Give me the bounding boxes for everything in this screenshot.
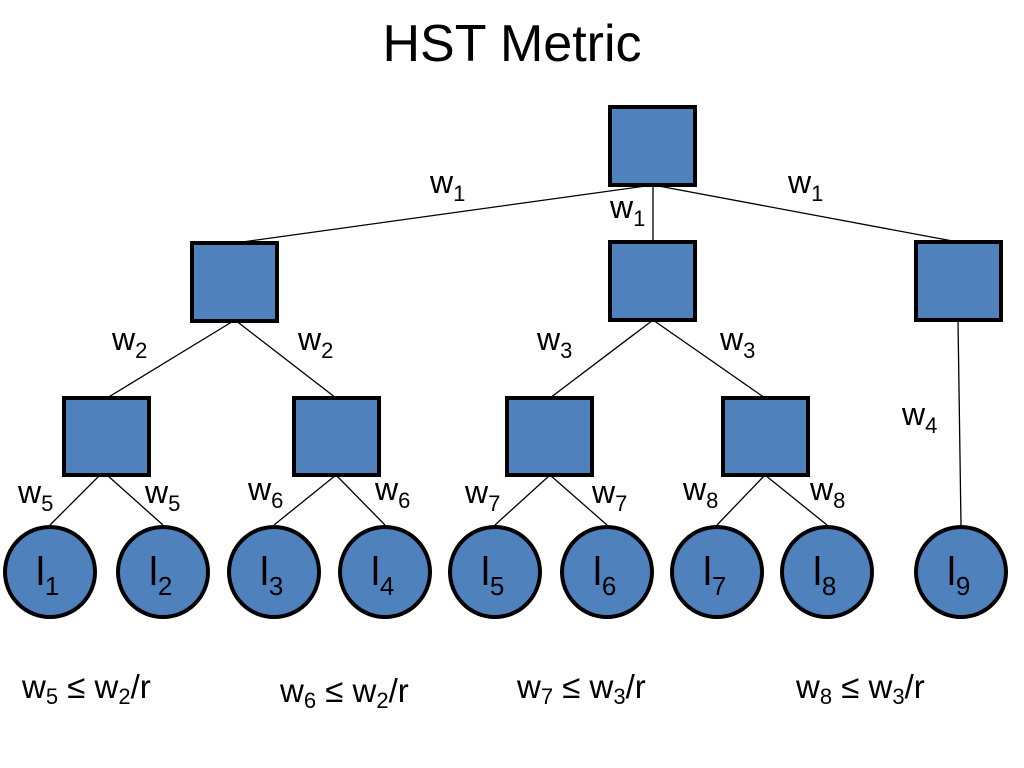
edge-a-aa — [106, 319, 236, 399]
edge-ab-l4 — [335, 474, 386, 526]
constraint-formula: w6 ≤ w2/r — [280, 672, 409, 713]
leaf-node-1 — [3, 525, 97, 619]
edge-weight-label: w5 — [144, 474, 180, 516]
edge-bb-l8 — [764, 474, 828, 526]
node-bb — [721, 396, 810, 477]
leaf-label: l9 — [947, 550, 970, 601]
constraint-formula: w7 ≤ w3/r — [517, 668, 646, 709]
leaf-node-7 — [670, 525, 764, 619]
edge-weight-label: w4 — [901, 396, 937, 438]
edge-b-ba — [549, 319, 654, 399]
leaf-node-6 — [560, 525, 654, 619]
edge-weight-label: w6 — [247, 471, 283, 513]
node-c — [914, 240, 1003, 322]
node-ba — [505, 396, 594, 477]
edge-c-l9 — [957, 319, 962, 526]
edge-ab-l3 — [273, 474, 337, 526]
edge-aa-l2 — [106, 474, 164, 526]
edge-weight-label: w7 — [591, 474, 627, 516]
internal-nodes — [62, 105, 1003, 477]
edge-aa-l1 — [49, 474, 101, 526]
edge-ba-l5 — [494, 474, 551, 526]
leaf-label: l5 — [481, 550, 504, 601]
node-aa — [62, 396, 151, 477]
leaf-node-2 — [116, 525, 210, 619]
leaf-label: l3 — [260, 550, 283, 601]
edge-a-ab — [234, 319, 337, 399]
leaf-label: l6 — [593, 550, 616, 601]
edge-weight-label: w6 — [374, 471, 410, 513]
edge-weight-label: w3 — [719, 321, 755, 363]
leaf-nodes — [3, 525, 1008, 619]
edge-weight-label: w3 — [536, 321, 572, 363]
leaf-node-5 — [448, 525, 542, 619]
leaf-node-9 — [914, 525, 1008, 619]
tree-edges — [49, 184, 962, 526]
edge-root-a — [234, 184, 654, 244]
edge-weight-label: w1 — [787, 164, 823, 206]
constraint-formula: w8 ≤ w3/r — [796, 668, 925, 709]
edge-weight-label: w7 — [464, 474, 500, 516]
node-b — [608, 240, 697, 322]
edge-weight-label: w8 — [809, 471, 845, 513]
leaf-label: l8 — [813, 550, 836, 601]
node-ab — [292, 396, 381, 477]
page-title: HST Metric — [382, 15, 642, 73]
leaf-label: l7 — [703, 550, 726, 601]
node-root — [608, 105, 697, 187]
constraint-formula: w5 ≤ w2/r — [22, 668, 151, 709]
edge-root-c — [652, 184, 959, 243]
leaf-label: l4 — [371, 550, 394, 601]
edge-ba-l6 — [549, 474, 608, 526]
edge-weight-label: w2 — [297, 321, 333, 363]
leaf-node-8 — [780, 525, 874, 619]
edge-bb-l7 — [716, 474, 766, 526]
leaf-node-4 — [338, 525, 432, 619]
leaf-node-3 — [227, 525, 321, 619]
leaf-label: l1 — [36, 550, 59, 601]
edge-weight-label: w1 — [429, 164, 465, 206]
leaf-labels: l1 l2 l3 l4 l5 l6 l7 l8 l9 — [36, 550, 970, 601]
edge-weight-labels: w1 w1 w1 w2 w2 w3 w3 w4 w5 w5 w6 w6 w7 w… — [17, 164, 937, 516]
edge-weight-label: w2 — [111, 321, 147, 363]
edge-b-bb — [652, 319, 766, 399]
edge-weight-label: w5 — [17, 474, 53, 516]
leaf-label: l2 — [149, 550, 172, 601]
edge-weight-label: w1 — [609, 189, 645, 231]
edge-weight-label: w8 — [682, 471, 718, 513]
node-a — [190, 241, 279, 323]
